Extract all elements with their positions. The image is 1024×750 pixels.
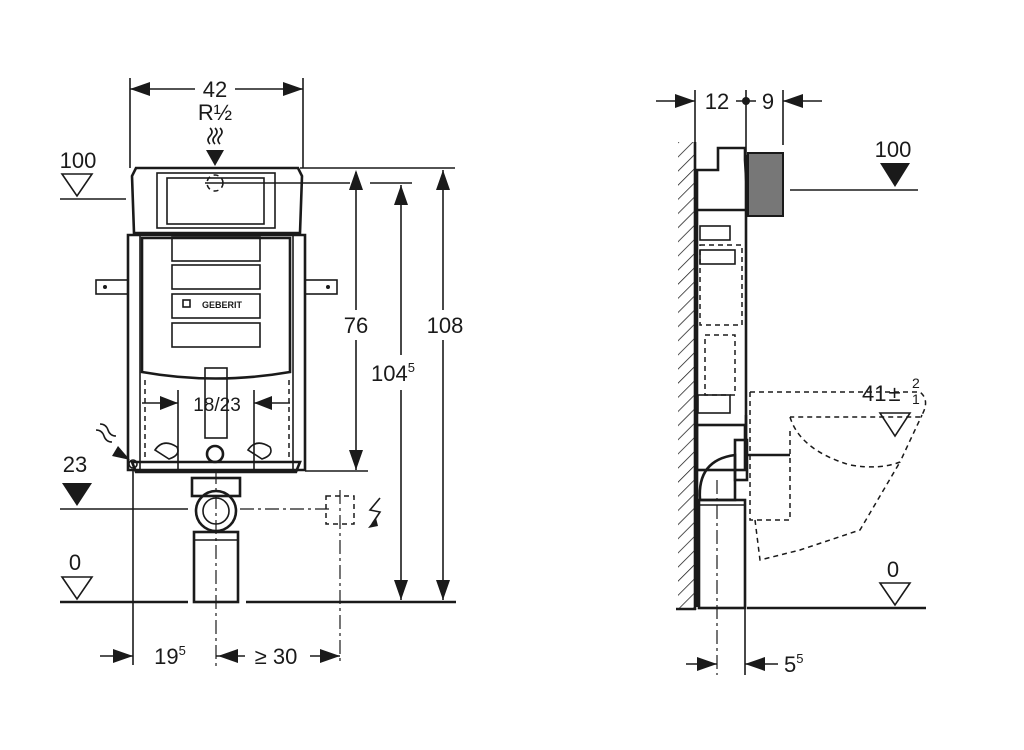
svg-text:108: 108 [427, 313, 464, 338]
level-marker-0: 0 [60, 470, 456, 665]
svg-text:1045: 1045 [371, 360, 415, 386]
svg-text:41±: 41± [862, 381, 901, 406]
electrical-socket-icon [325, 490, 382, 665]
level-marker-100: 100 [60, 148, 126, 200]
geberit-logo: GEBERIT [202, 300, 243, 310]
dimension-depth: 12 9 [656, 89, 822, 155]
dimension-offset-5-5: 55 [686, 651, 803, 677]
water-flow-icon [95, 423, 138, 469]
svg-text:0: 0 [887, 557, 899, 582]
svg-text:100: 100 [60, 148, 97, 173]
side-view: 12 9 100 [656, 89, 927, 677]
dimension-bottom-front: 195 ≥ 30 [100, 643, 340, 669]
svg-text:76: 76 [344, 313, 368, 338]
cistern-frame: GEBERIT [95, 166, 350, 474]
dimension-height-104-5: 1045 [370, 182, 415, 600]
wall-hatch [676, 142, 697, 611]
svg-text:42: 42 [203, 77, 227, 102]
drain-pipe [190, 470, 242, 670]
level-marker-41: 41± 2 1 [862, 375, 920, 438]
svg-text:9: 9 [762, 89, 774, 114]
svg-text:100: 100 [875, 137, 912, 162]
svg-text:R½: R½ [198, 100, 232, 125]
dimension-height-76: 76 [300, 167, 455, 472]
level-marker-23: 23 [60, 452, 330, 510]
level-marker-0-side: 0 [747, 557, 926, 610]
svg-text:23: 23 [63, 452, 87, 477]
svg-text:195: 195 [154, 643, 186, 669]
front-view: 42 R½ 100 GEBE [60, 77, 464, 670]
toilet-bowl-outline [749, 391, 927, 561]
dimension-width-42: 42 R½ [129, 77, 304, 168]
svg-text:55: 55 [784, 651, 803, 677]
svg-text:1: 1 [912, 391, 920, 407]
water-inlet-icon [206, 127, 224, 166]
svg-text:18/23: 18/23 [193, 395, 241, 416]
svg-text:2: 2 [912, 375, 920, 391]
svg-text:0: 0 [69, 550, 81, 575]
level-marker-100-side: 100 [790, 137, 918, 191]
dimension-drain-18-23: 18/23 [142, 390, 290, 470]
svg-text:≥ 30: ≥ 30 [255, 644, 298, 669]
svg-text:12: 12 [705, 89, 729, 114]
frame-side [695, 146, 790, 675]
dimension-height-108: 108 [427, 170, 464, 600]
